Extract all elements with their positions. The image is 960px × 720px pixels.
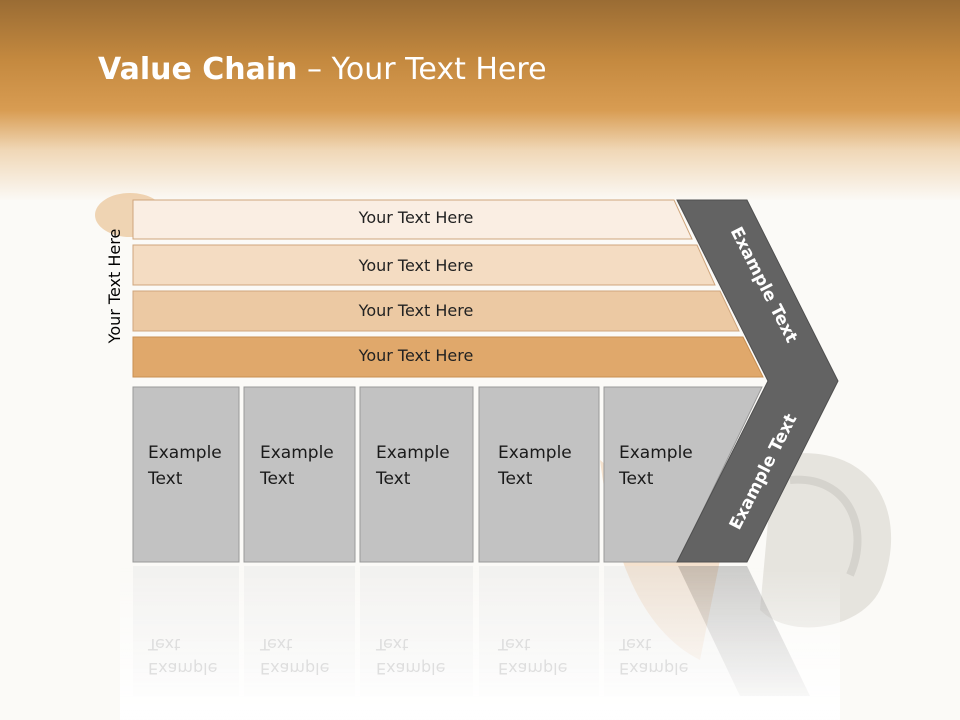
bar-2 [132, 244, 716, 286]
box-1-text: Example Text [148, 443, 222, 489]
box-4-reflection-text: Example Text [498, 635, 568, 678]
box-5-text: Example Text [619, 443, 693, 489]
box-3-reflection-text: Example Text [376, 635, 446, 678]
chevron [676, 199, 839, 563]
bar-2-text: Your Text Here [358, 256, 474, 275]
box-3 [359, 386, 474, 563]
box-1-reflection-text: Example Text [148, 635, 218, 678]
bar-3-text: Your Text Here [358, 301, 474, 320]
box-2-text: Example Text [260, 443, 334, 489]
bar-1 [132, 199, 693, 240]
box-2-reflection-text: Example Text [260, 635, 330, 678]
box-1 [132, 386, 240, 563]
bar-3 [132, 290, 740, 332]
title-bold: Value Chain [98, 52, 298, 87]
box-3-text: Example Text [376, 443, 450, 489]
bar-4 [132, 336, 764, 378]
bar-4-text: Your Text Here [358, 346, 474, 365]
box-4-text: Example Text [498, 443, 572, 489]
header-band [0, 0, 960, 200]
box-4 [478, 386, 600, 563]
title-rest: – Your Text Here [297, 52, 547, 87]
side-label: Your Text Here [105, 228, 124, 344]
box-2 [243, 386, 356, 563]
box-5-reflection-text: Example Text [619, 635, 689, 678]
slide-title: Value Chain – Your Text Here [98, 52, 547, 87]
bar-1-text: Your Text Here [358, 208, 474, 227]
